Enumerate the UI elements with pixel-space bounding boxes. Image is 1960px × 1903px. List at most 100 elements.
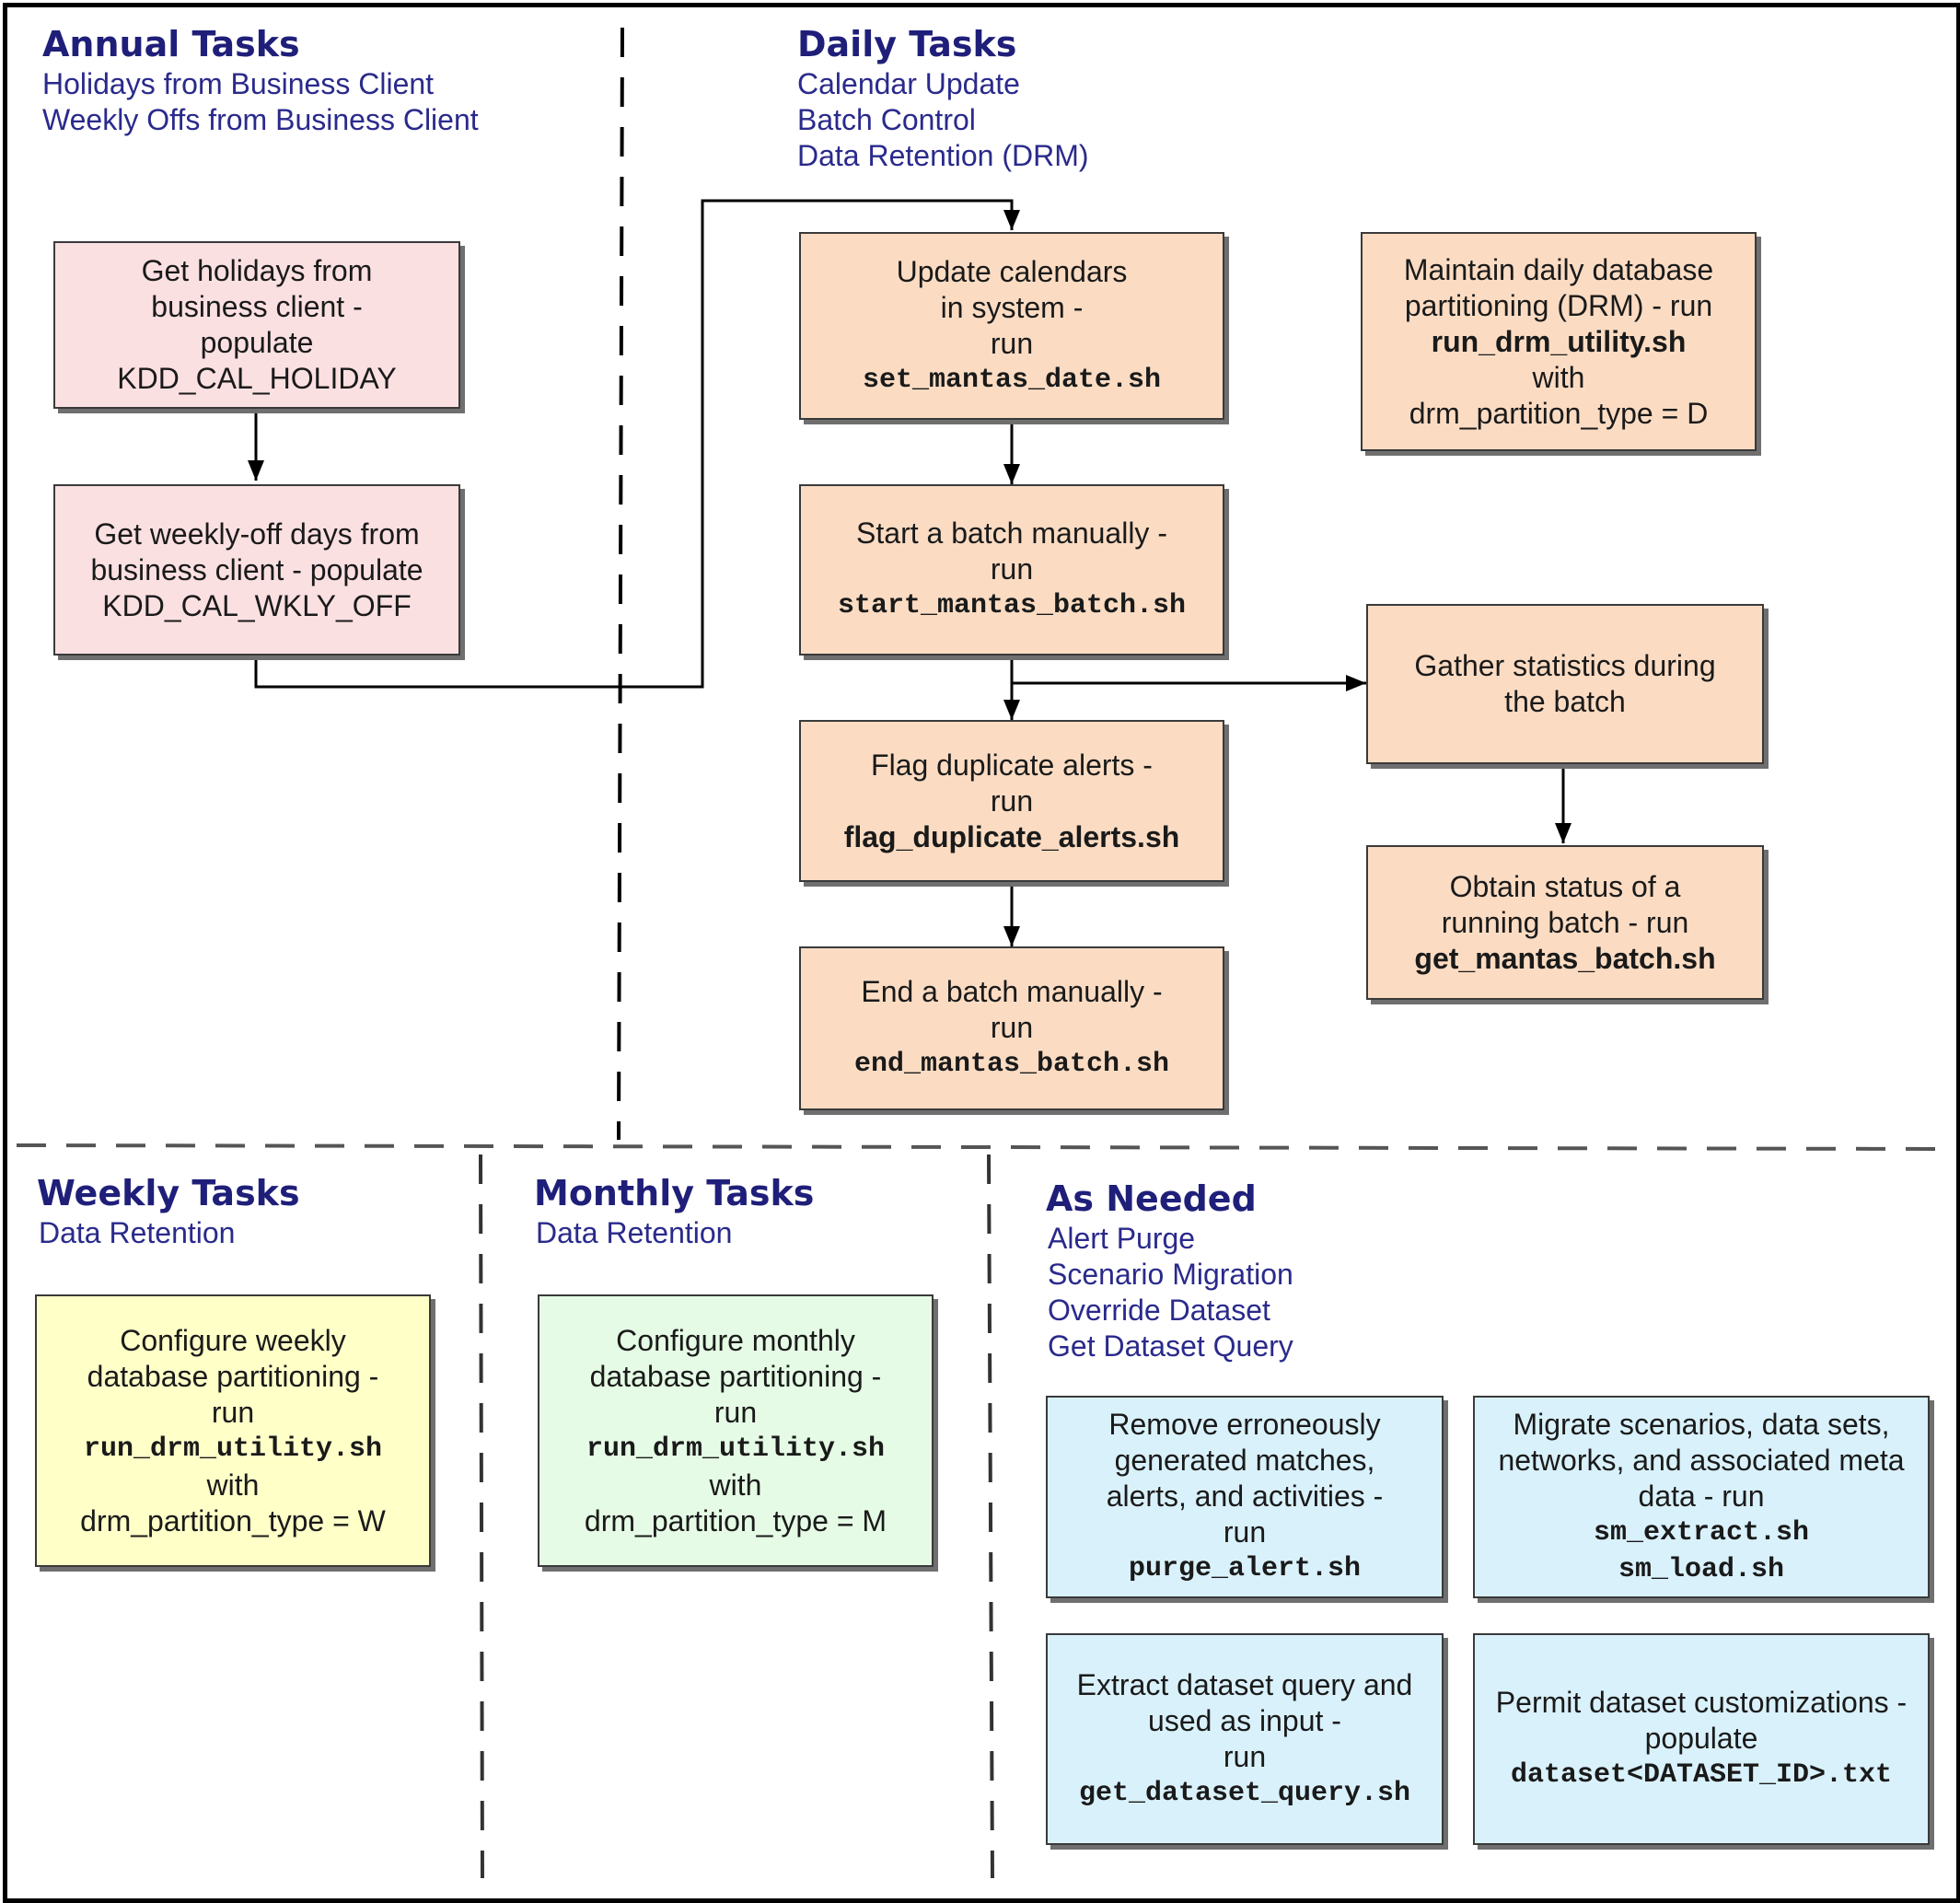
box-text: business client - <box>151 290 363 323</box>
monthly-tasks-list: Data Retention <box>536 1215 732 1251</box>
get-weekly-off-box: Get weekly-off days from business client… <box>53 484 460 656</box>
migrate-scenarios-box: Migrate scenarios, data sets, networks, … <box>1473 1396 1930 1598</box>
box-text: Flag duplicate alerts - <box>871 748 1153 782</box>
weekly-tasks-title: Weekly Tasks <box>37 1173 300 1213</box>
monthly-task-item: Data Retention <box>536 1216 733 1249</box>
box-text: networks, and associated meta <box>1498 1443 1905 1477</box>
as-needed-item: Alert Purge <box>1048 1222 1196 1255</box>
box-text: with <box>1532 360 1585 394</box>
annual-tasks-list: Holidays from Business Client Weekly Off… <box>42 66 479 138</box>
weekly-task-item: Data Retention <box>39 1216 236 1249</box>
divider-horizontal <box>16 1143 1951 1151</box>
divider-monthly-asneeded <box>987 1154 994 1879</box>
daily-tasks-title: Daily Tasks <box>797 24 1017 64</box>
script-name: run_drm_utility.sh <box>83 1433 383 1465</box>
box-text: with <box>206 1468 260 1502</box>
extract-dataset-box: Extract dataset query and used as input … <box>1046 1633 1444 1845</box>
box-text: Permit dataset customizations - <box>1495 1686 1908 1719</box>
box-text: KDD_CAL_HOLIDAY <box>117 362 397 395</box>
box-text: drm_partition_type = D <box>1409 396 1709 430</box>
box-text: in system - <box>940 290 1084 324</box>
box-text: drm_partition_type = W <box>80 1503 386 1537</box>
script-name: flag_duplicate_alerts.sh <box>843 819 1180 853</box>
script-name: get_dataset_query.sh <box>1078 1777 1411 1809</box>
script-name: run_drm_utility.sh <box>586 1433 886 1465</box>
box-text: run <box>713 1395 758 1429</box>
box-text: Obtain status of a <box>1449 869 1681 903</box>
box-text: drm_partition_type = M <box>584 1503 887 1537</box>
box-text: Get holidays from <box>141 254 373 287</box>
box-text: alerts, and activities - <box>1106 1479 1384 1513</box>
box-text: used as input - <box>1148 1703 1341 1737</box>
box-text: Extract dataset query and <box>1076 1667 1413 1701</box>
box-text: running batch - run <box>1441 905 1689 939</box>
as-needed-item: Get Dataset Query <box>1048 1329 1293 1363</box>
as-needed-item: Override Dataset <box>1048 1294 1270 1327</box>
box-text: run <box>990 326 1034 360</box>
annual-tasks-title: Annual Tasks <box>42 24 300 64</box>
get-holidays-box: Get holidays from business client - popu… <box>53 241 460 409</box>
box-text: run <box>1223 1739 1267 1773</box>
box-text: run <box>990 552 1034 586</box>
diagram-frame <box>3 3 1960 1903</box>
weekly-tasks-list: Data Retention <box>39 1215 235 1251</box>
divider-annual-daily <box>617 27 624 1141</box>
annual-task-item: Weekly Offs from Business Client <box>42 103 479 136</box>
box-text: with <box>709 1468 762 1502</box>
box-text: run <box>990 1011 1034 1044</box>
weekly-partition-box: Configure weekly database partitioning -… <box>35 1294 431 1567</box>
obtain-status-box: Obtain status of a running batch - run g… <box>1366 845 1764 1000</box>
script-name: sm_extract.sh <box>1593 1516 1810 1549</box>
purge-alert-box: Remove erroneously generated matches, al… <box>1046 1396 1444 1598</box>
box-text: database partitioning - <box>87 1359 379 1393</box>
script-name: set_mantas_date.sh <box>862 364 1162 396</box>
box-text: Gather statistics during <box>1414 649 1716 682</box>
box-text: Get weekly-off days from <box>94 516 420 551</box>
box-text: Configure weekly <box>120 1323 346 1357</box>
script-name: start_mantas_batch.sh <box>837 590 1187 621</box>
box-text: business client - populate <box>90 552 423 586</box>
script-name: get_mantas_batch.sh <box>1414 941 1716 975</box>
box-text: run <box>990 783 1034 818</box>
box-text: run <box>211 1395 255 1429</box>
script-name: end_mantas_batch.sh <box>853 1049 1170 1080</box>
gather-stats-box: Gather statistics during the batch <box>1366 604 1764 764</box>
box-text: populate <box>1644 1722 1758 1755</box>
script-name: dataset<DATASET_ID>.txt <box>1510 1759 1893 1791</box>
daily-task-item: Data Retention (DRM) <box>797 139 1089 172</box>
as-needed-title: As Needed <box>1046 1178 1257 1219</box>
box-text: data - run <box>1638 1479 1765 1513</box>
divider-weekly-monthly <box>479 1154 484 1879</box>
as-needed-list: Alert Purge Scenario Migration Override … <box>1048 1221 1293 1364</box>
box-text: Maintain daily database <box>1403 252 1714 286</box>
monthly-tasks-title: Monthly Tasks <box>534 1173 815 1213</box>
permit-dataset-box: Permit dataset customizations - populate… <box>1473 1633 1930 1845</box>
annual-task-item: Holidays from Business Client <box>42 67 435 100</box>
box-text: Migrate scenarios, data sets, <box>1513 1407 1890 1441</box>
box-text: populate <box>200 326 314 359</box>
script-name: purge_alert.sh <box>1128 1553 1362 1584</box>
box-text: Remove erroneously <box>1108 1408 1381 1441</box>
box-text: run <box>1223 1515 1267 1549</box>
box-text: Start a batch manually - <box>856 516 1167 550</box>
start-batch-box: Start a batch manually - run start_manta… <box>799 484 1224 656</box>
box-text: End a batch manually - <box>861 975 1163 1008</box>
update-calendars-box: Update calendars in system - run set_man… <box>799 232 1224 420</box>
as-needed-item: Scenario Migration <box>1048 1258 1293 1291</box>
monthly-partition-box: Configure monthly database partitioning … <box>538 1294 934 1567</box>
flag-duplicate-box: Flag duplicate alerts - run flag_duplica… <box>799 720 1224 882</box>
daily-task-item: Calendar Update <box>797 67 1020 100</box>
box-text: KDD_CAL_WKLY_OFF <box>102 588 412 622</box>
box-text: Configure monthly <box>616 1323 855 1357</box>
box-text: the batch <box>1504 685 1626 718</box>
box-text: database partitioning - <box>589 1359 882 1393</box>
maintain-drm-box: Maintain daily database partitioning (DR… <box>1361 232 1757 451</box>
script-name: run_drm_utility.sh <box>1431 324 1687 358</box>
daily-task-item: Batch Control <box>797 103 976 136</box>
arrow-annual-to-daily <box>254 199 1020 689</box>
end-batch-box: End a batch manually - run end_mantas_ba… <box>799 946 1224 1110</box>
box-text: generated matches, <box>1114 1444 1375 1477</box>
box-text: partitioning (DRM) - run <box>1404 288 1713 322</box>
